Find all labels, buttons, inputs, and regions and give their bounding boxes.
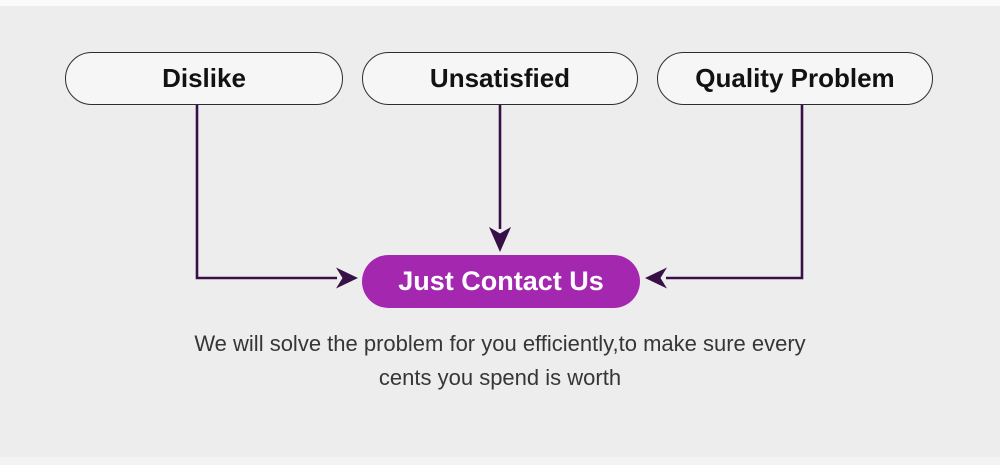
arrow-line-left — [195, 105, 337, 280]
caption-line-1: We will solve the problem for you effici… — [194, 331, 806, 356]
arrow-head-down-icon — [489, 227, 511, 252]
just-contact-us-button[interactable]: Just Contact Us — [362, 255, 640, 308]
caption-text: We will solve the problem for you effici… — [0, 327, 1000, 395]
arrow-head-left-icon — [645, 267, 667, 289]
top-strip — [0, 0, 1000, 6]
caption-line-2: cents you spend is worth — [378, 365, 622, 390]
arrow-line-right — [666, 105, 804, 280]
reason-pill-quality-problem: Quality Problem — [657, 52, 933, 105]
bottom-strip — [0, 457, 1000, 465]
just-contact-us-button-label: Just Contact Us — [398, 266, 604, 296]
reason-pill-dislike: Dislike — [65, 52, 343, 105]
arrow-head-right-icon — [336, 267, 358, 289]
reason-pill-unsatisfied-label: Unsatisfied — [429, 63, 571, 93]
reason-pill-quality-problem-label: Quality Problem — [695, 63, 895, 93]
reason-pill-dislike-label: Dislike — [162, 63, 246, 93]
reason-pill-unsatisfied: Unsatisfied — [362, 52, 638, 105]
